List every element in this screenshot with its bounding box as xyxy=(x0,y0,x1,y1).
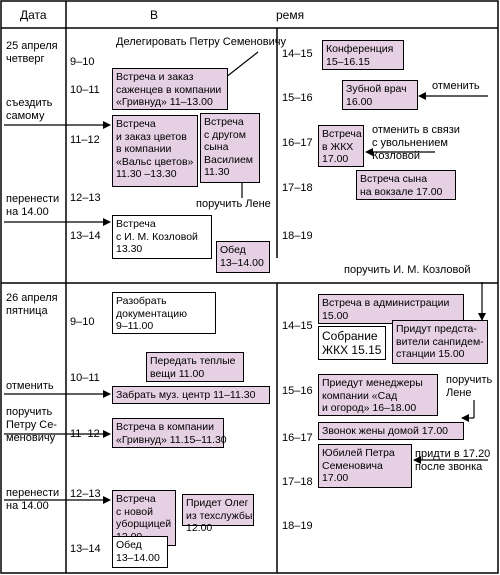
header-time-v: В xyxy=(150,8,159,22)
day2-annotation-come-after-call: придти в 17.20 после звонка xyxy=(415,448,491,473)
day1-box-seedlings: Встреча и заказ саженцев в компании «Гри… xyxy=(112,68,228,110)
day2-hour-18: 18–19 xyxy=(282,520,313,532)
day2-hour-17: 17–18 xyxy=(282,476,313,488)
day1-note-go-self: съездить самому xyxy=(6,97,53,122)
day2-annotation-assign-kozlova: поручить И. М. Козловой xyxy=(344,264,471,276)
day1-annotation-delegate: Делегировать Петру Семеновичу xyxy=(116,36,286,48)
day1-box-son: Встреча с другом сына Василием 11.30 xyxy=(200,113,260,183)
day1-hour-12: 12–13 xyxy=(70,192,101,204)
day2-box-music: Забрать муз. центр 11–11.30 xyxy=(112,386,270,404)
day1-box-flowers: Встреча и заказ цветов в компании «Вальс… xyxy=(112,115,198,187)
day1-date: 25 апреля четверг xyxy=(6,40,58,65)
day1-hour-17: 17–18 xyxy=(282,182,313,194)
day2-box-lunch: Обед 13–14.00 xyxy=(112,536,168,568)
day1-hour-9: 9–10 xyxy=(70,56,95,68)
day1-hour-13: 13–14 xyxy=(70,230,101,242)
day1-hour-14: 14–15 xyxy=(282,48,313,60)
day1-note-move: перенести на 14.00 xyxy=(6,193,60,218)
day2-note-move: перенести на 14.00 xyxy=(6,487,60,512)
day1-hour-10: 10–11 xyxy=(70,84,100,96)
day2-box-oleg: Придет Олег из техслужбы 12.00 xyxy=(182,494,254,534)
day2-box-meeting: Собрание ЖКХ 15.15 xyxy=(318,326,386,360)
day2-box-jubilee: Юбилей Петра Семеновича 17.00 xyxy=(318,444,412,488)
day2-note-assign-petr: поручить Петру Се- меновичу xyxy=(6,406,57,444)
day2-note-cancel: отменить xyxy=(6,380,54,392)
day2-hour-16: 16–17 xyxy=(282,432,313,444)
day1-box-lunch: Обед 13–14.00 xyxy=(216,241,270,273)
day2-box-docs: Разобрать документацию 9–11.00 xyxy=(112,292,216,334)
day1-annotation-cancel-dismissal: отменить в связи с увольнением Козловой xyxy=(372,124,460,162)
day2-annotation-assign-lena: поручить Лене xyxy=(446,374,493,399)
day1-box-dentist: Зубной врач 16.00 xyxy=(342,80,418,110)
day1-box-zhkk: Встреча в ЖКХ 17.00 xyxy=(318,125,364,167)
day2-box-sanepid: Придут предста- вители санпидем- станции… xyxy=(392,320,488,364)
day2-hour-10: 10–11 xyxy=(70,372,100,384)
day1-hour-15: 15–16 xyxy=(282,92,313,104)
day1-box-kozlova: Встреча с И. М. Козловой 13.30 xyxy=(112,215,212,259)
day2-hour-14: 14–15 xyxy=(282,320,313,332)
day1-hour-16: 16–17 xyxy=(282,137,313,149)
day1-box-station: Встреча сына на вокзале 17.00 xyxy=(356,170,456,200)
day1-box-conference: Конференция 15–16.15 xyxy=(322,40,404,70)
day2-hour-11: 11–12 xyxy=(70,428,100,440)
header-date: Дата xyxy=(20,8,47,22)
day2-box-grivnud: Встреча в компании «Гривнуд» 11.15–11.30 xyxy=(112,418,227,448)
day2-hour-15: 15–16 xyxy=(282,385,313,397)
day2-box-admin: Встреча в администрации 15.00 xyxy=(318,294,464,324)
header-time-rest: ремя xyxy=(276,8,305,22)
day1-hour-18: 18–19 xyxy=(282,230,313,242)
day2-box-wife: Звонок жены домой 17.00 xyxy=(318,422,464,440)
day2-hour-13: 13–14 xyxy=(70,543,101,555)
day2-hour-12: 12–13 xyxy=(70,488,101,500)
day2-box-managers: Приедут менеджеры компании «Сад и огород… xyxy=(318,374,438,416)
day2-date: 26 апреля пятница xyxy=(6,292,58,317)
day2-hour-9: 9–10 xyxy=(70,316,95,328)
day2-box-clothes: Передать теплые вещи 11.00 xyxy=(146,352,244,382)
day1-annotation-cancel: отменить xyxy=(432,80,480,92)
day1-hour-11: 11–12 xyxy=(70,134,100,146)
day1-annotation-assign-lena: поручить Лене xyxy=(196,198,271,210)
